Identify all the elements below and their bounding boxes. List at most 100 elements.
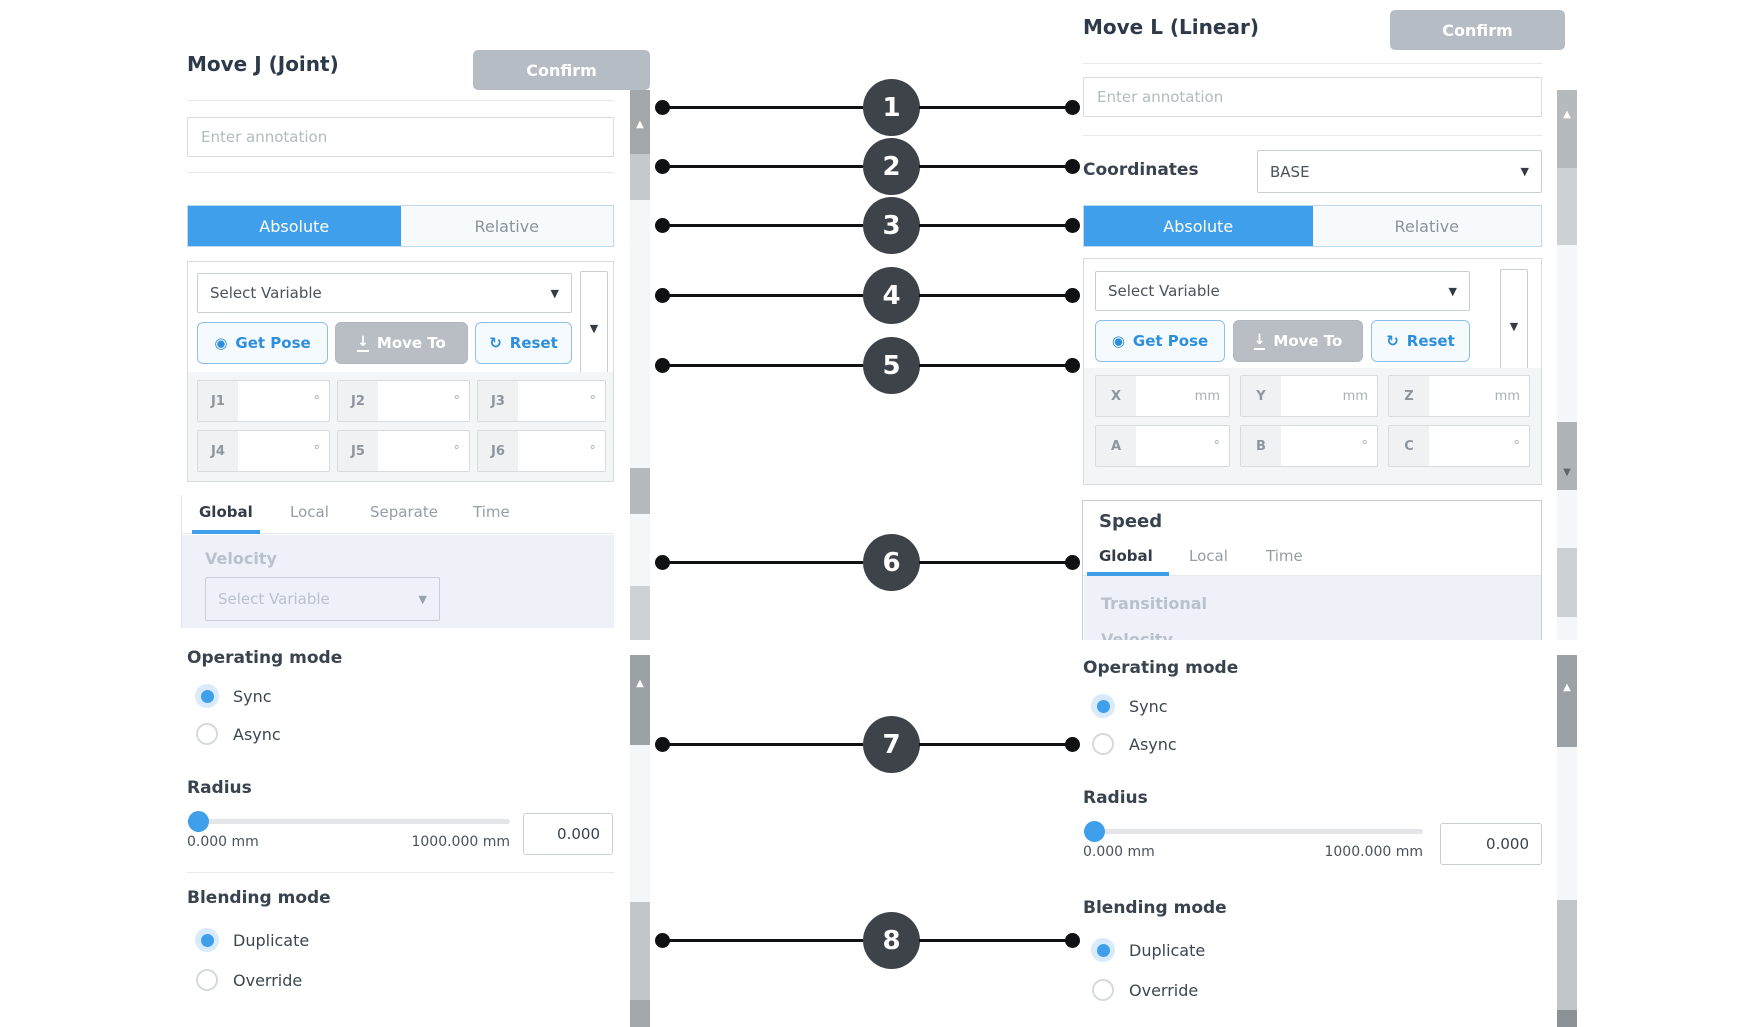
button-label: Move To <box>1273 332 1343 350</box>
movel-move-to-button[interactable]: ↓ Move To <box>1233 320 1363 362</box>
scrollbar-thumb[interactable] <box>630 586 650 640</box>
movel-radius-value-input[interactable]: 0.000 <box>1440 823 1542 865</box>
movej-scrollbar-track[interactable]: ▲ <box>630 90 650 640</box>
scrollbar-thumb[interactable] <box>1557 168 1577 245</box>
scroll-down-arrow-icon[interactable]: ▼ <box>1563 467 1571 478</box>
c-field[interactable]: C ° <box>1388 425 1530 467</box>
scroll-up-arrow-icon[interactable]: ▲ <box>636 678 644 689</box>
movej-lower-scrollbar-track[interactable]: ▲ <box>630 655 650 1027</box>
movel-get-pose-button[interactable]: ◉ Get Pose <box>1095 320 1225 362</box>
j1-field[interactable]: J1 ° <box>197 380 330 422</box>
movel-radius-slider-handle[interactable] <box>1084 821 1105 842</box>
radio-label: Override <box>1129 980 1199 1000</box>
movel-override-radio[interactable]: Override <box>1091 978 1198 1002</box>
a-field[interactable]: A ° <box>1095 425 1230 467</box>
scrollbar-thumb[interactable] <box>1557 1010 1577 1027</box>
scroll-up-arrow-icon[interactable]: ▲ <box>1563 109 1571 120</box>
field-label: J5 <box>338 431 378 471</box>
select-value: BASE <box>1270 162 1310 181</box>
movel-speedtab-local[interactable]: Local <box>1189 547 1228 565</box>
speed-title: Speed <box>1099 511 1163 532</box>
y-field[interactable]: Y mm <box>1240 375 1378 417</box>
scrollbar-thumb[interactable] <box>630 90 650 154</box>
movej-reset-button[interactable]: ↻ Reset <box>475 322 572 364</box>
scrollbar-thumb[interactable] <box>630 468 650 514</box>
movej-variable-select[interactable]: Select Variable ▼ <box>197 273 572 313</box>
radio-unselected-icon <box>196 723 218 745</box>
movel-radius-slider-track[interactable] <box>1083 829 1423 834</box>
scroll-up-arrow-icon[interactable]: ▲ <box>636 119 644 130</box>
callout-dot <box>1065 737 1080 752</box>
callout-3: 3 <box>863 197 920 254</box>
b-field[interactable]: B ° <box>1240 425 1378 467</box>
movel-speed-box: Speed Global Local Time Transitional Vel… <box>1082 500 1542 640</box>
movel-annotation-input[interactable] <box>1083 77 1542 117</box>
movej-annotation-input[interactable] <box>187 117 614 157</box>
movel-speedtab-global[interactable]: Global <box>1099 547 1153 565</box>
scrollbar-thumb[interactable] <box>630 902 650 1000</box>
z-field[interactable]: Z mm <box>1388 375 1530 417</box>
movej-sync-radio[interactable]: Sync <box>195 684 272 708</box>
movej-speedtab-global[interactable]: Global <box>199 503 253 521</box>
movej-radius-slider-track[interactable] <box>187 819 510 824</box>
scrollbar-thumb[interactable] <box>630 655 650 745</box>
movej-tab-relative[interactable]: Relative <box>474 216 540 236</box>
scrollbar-thumb[interactable] <box>1557 90 1577 168</box>
movej-override-radio[interactable]: Override <box>195 968 302 992</box>
chevron-down-icon: ▼ <box>1448 284 1457 298</box>
movel-reset-button[interactable]: ↻ Reset <box>1371 320 1470 362</box>
movel-scrollbar-track[interactable]: ▲ ▼ <box>1557 90 1577 640</box>
scrollbar-thumb[interactable] <box>1557 422 1577 490</box>
movej-speedtab-separate[interactable]: Separate <box>370 503 438 521</box>
active-tab-underline <box>192 530 260 534</box>
movej-radius-value-input[interactable]: 0.000 <box>523 813 613 855</box>
radio-selected-icon <box>195 684 219 708</box>
j3-field[interactable]: J3 ° <box>477 380 606 422</box>
movej-confirm-button[interactable]: Confirm <box>473 50 650 90</box>
scrollbar-thumb[interactable] <box>630 1000 650 1027</box>
j6-field[interactable]: J6 ° <box>477 430 606 472</box>
movej-speedtab-local[interactable]: Local <box>290 503 329 521</box>
movej-get-pose-button[interactable]: ◉ Get Pose <box>197 322 328 364</box>
movel-confirm-button[interactable]: Confirm <box>1390 10 1565 50</box>
chevron-down-icon: ▼ <box>418 592 427 606</box>
j2-field[interactable]: J2 ° <box>337 380 470 422</box>
scrollbar-thumb[interactable] <box>1557 900 1577 1010</box>
movel-speedtab-time[interactable]: Time <box>1266 547 1303 565</box>
movej-tab-absolute[interactable]: Absolute <box>188 206 401 246</box>
scroll-up-arrow-icon[interactable]: ▲ <box>1563 682 1571 693</box>
movel-tab-relative[interactable]: Relative <box>1394 216 1460 236</box>
movel-async-radio[interactable]: Async <box>1091 732 1177 756</box>
j4-field[interactable]: J4 ° <box>197 430 330 472</box>
movej-expand-dropdown[interactable]: ▼ <box>580 271 608 385</box>
x-field[interactable]: X mm <box>1095 375 1230 417</box>
field-label: J1 <box>198 381 238 421</box>
movel-sync-radio[interactable]: Sync <box>1091 694 1168 718</box>
movej-move-to-button[interactable]: ↓ Move To <box>335 322 468 364</box>
movel-lower-scrollbar-track[interactable]: ▲ <box>1557 655 1577 1027</box>
movej-async-radio[interactable]: Async <box>195 722 281 746</box>
movel-variable-select[interactable]: Select Variable ▼ <box>1095 271 1470 311</box>
radio-selected-icon <box>1091 938 1115 962</box>
radio-selected-icon <box>1091 694 1115 718</box>
movel-duplicate-radio[interactable]: Duplicate <box>1091 938 1205 962</box>
movej-speedtab-time[interactable]: Time <box>473 503 510 521</box>
scrollbar-thumb[interactable] <box>630 154 650 200</box>
movej-radius-slider-handle[interactable] <box>188 811 209 832</box>
j5-field[interactable]: J5 ° <box>337 430 470 472</box>
movej-duplicate-radio[interactable]: Duplicate <box>195 928 309 952</box>
field-label: J3 <box>478 381 518 421</box>
radio-label: Override <box>233 970 303 990</box>
radius-max-label: 1000.000 mm <box>1324 844 1423 860</box>
movej-velocity-select[interactable]: Select Variable ▼ <box>205 577 440 621</box>
radio-selected-icon <box>195 928 219 952</box>
movel-coordinates-select[interactable]: BASE ▼ <box>1257 150 1542 193</box>
scrollbar-thumb[interactable] <box>1557 548 1577 617</box>
field-unit: ° <box>453 393 461 409</box>
scrollbar-thumb[interactable] <box>1557 655 1577 747</box>
movel-speed-panel: Transitional Velocity <box>1084 576 1541 640</box>
movel-expand-dropdown[interactable]: ▼ <box>1500 269 1528 383</box>
movel-tab-absolute[interactable]: Absolute <box>1084 206 1313 246</box>
callout-line <box>919 743 1072 746</box>
